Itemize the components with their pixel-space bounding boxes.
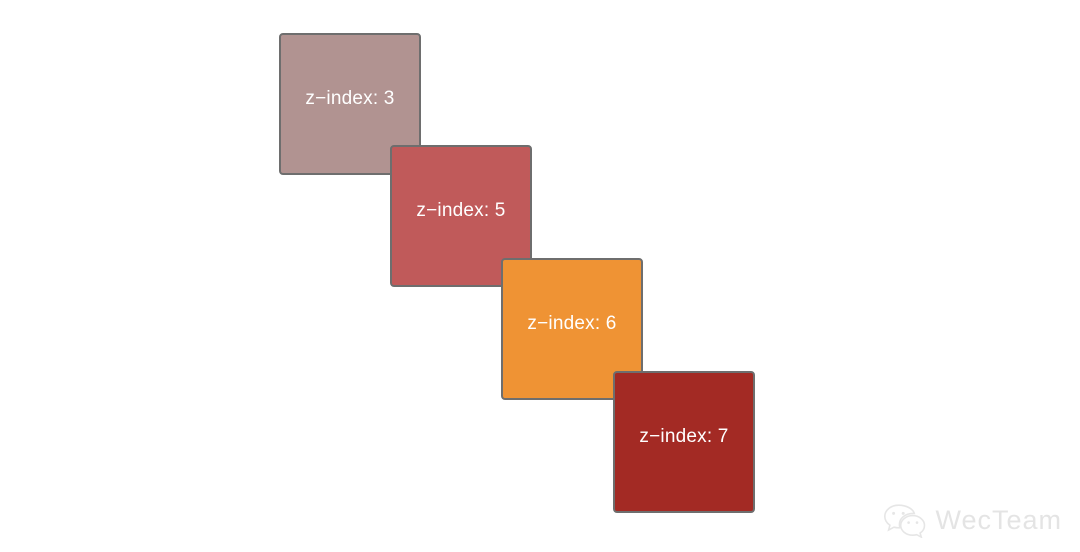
z-index-box-label: z−index: 7 (639, 425, 729, 447)
z-index-box-label: z−index: 3 (305, 87, 395, 109)
z-index-box-label: z−index: 5 (416, 199, 506, 221)
z-index-box-label: z−index: 6 (527, 312, 617, 334)
watermark: WecTeam (882, 502, 1062, 538)
wechat-logo-icon (882, 502, 926, 538)
z-index-box: z−index: 3 (279, 33, 421, 175)
watermark-text: WecTeam (935, 504, 1062, 535)
z-index-box: z−index: 7 (613, 371, 755, 513)
